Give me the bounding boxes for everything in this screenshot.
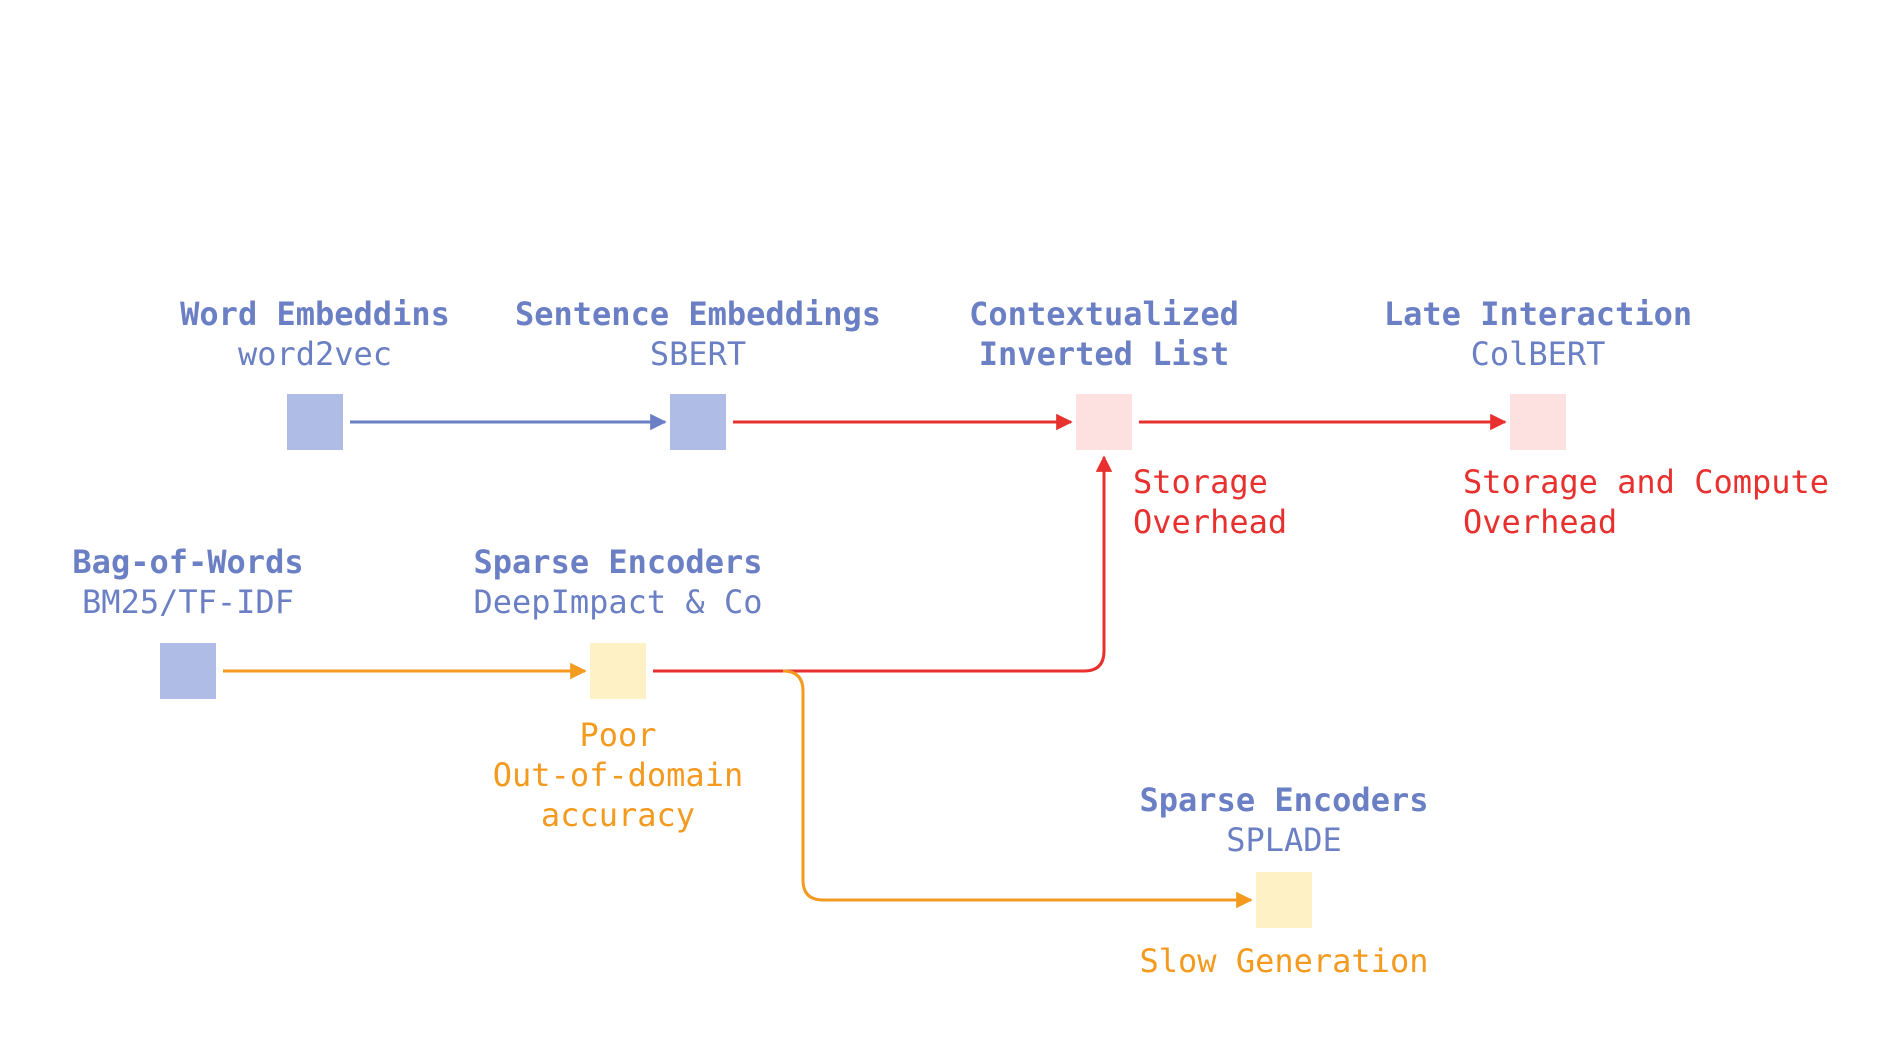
node-title: Late Interaction: [1383, 295, 1693, 333]
note-poor-ood: Poor Out-of-domain accuracy: [493, 715, 743, 835]
note-line: Out-of-domain: [492, 756, 744, 794]
note-line: Overhead: [1133, 503, 1288, 541]
node-label-contextualized: Contextualized Inverted List: [969, 294, 1239, 374]
node-subtitle: word2vec: [237, 335, 393, 373]
note-storage-compute-overhead: Storage and Compute Overhead: [1463, 462, 1829, 542]
node-box-word-embeddings: [287, 394, 343, 450]
node-label-bag-of-words: Bag-of-Words BM25/TF-IDF: [72, 542, 303, 622]
node-subtitle: ColBERT: [1470, 335, 1606, 373]
node-subtitle: DeepImpact & Co: [473, 583, 763, 621]
note-line: Storage: [1133, 463, 1268, 501]
note-line: accuracy: [540, 796, 696, 834]
edge-sparse-to-contextualized: [653, 455, 1113, 673]
note-line: Storage and Compute: [1463, 463, 1830, 501]
node-label-late-interaction: Late Interaction ColBERT: [1384, 294, 1692, 374]
node-box-sentence-embeddings: [670, 394, 726, 450]
node-label-word-embeddings: Word Embeddins word2vec: [180, 294, 450, 374]
node-box-sparse-splade: [1256, 872, 1312, 928]
node-title-line-1: Contextualized: [969, 295, 1239, 333]
node-title-line-2: Inverted List: [978, 335, 1230, 373]
node-box-bag-of-words: [160, 643, 216, 699]
node-title: Word Embeddins: [180, 295, 450, 333]
node-subtitle: SBERT: [649, 335, 747, 373]
node-box-contextualized: [1076, 394, 1132, 450]
note-line: Slow Generation: [1139, 942, 1429, 980]
note-slow-generation: Slow Generation: [1140, 941, 1429, 981]
edge-sparse-to-splade: [782, 669, 1253, 909]
node-subtitle: SPLADE: [1226, 821, 1342, 859]
note-line: Overhead: [1463, 503, 1618, 541]
note-storage-overhead: Storage Overhead: [1133, 462, 1287, 542]
node-box-sparse-deepimpact: [590, 643, 646, 699]
node-label-sparse-deepimpact: Sparse Encoders DeepImpact & Co: [474, 542, 763, 622]
node-subtitle: BM25/TF-IDF: [82, 583, 294, 621]
note-line: Poor: [579, 716, 657, 754]
node-title: Sparse Encoders: [1139, 781, 1429, 819]
node-box-late-interaction: [1510, 394, 1566, 450]
node-title: Sparse Encoders: [473, 543, 763, 581]
node-label-sentence-embeddings: Sentence Embeddings SBERT: [515, 294, 881, 374]
node-title: Bag-of-Words: [72, 543, 304, 581]
node-title: Sentence Embeddings: [514, 295, 882, 333]
node-label-sparse-splade: Sparse Encoders SPLADE: [1140, 780, 1429, 860]
